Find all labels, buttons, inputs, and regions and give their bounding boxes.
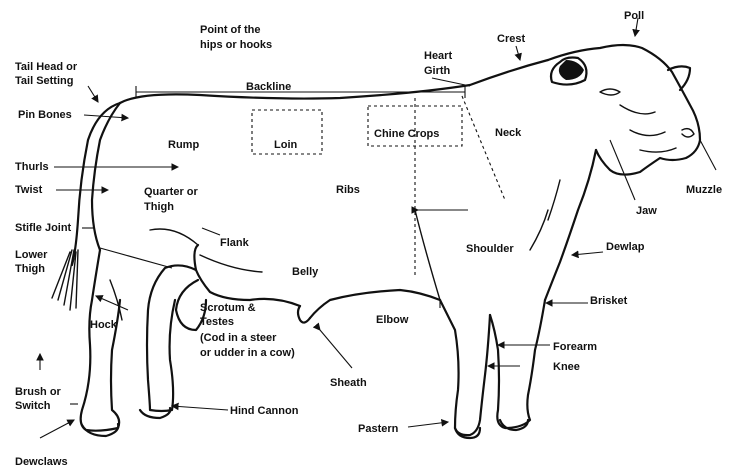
label-hind-cannon: Hind Cannon xyxy=(230,405,299,417)
cow-belly-outline xyxy=(310,290,440,318)
leader-heart-girth xyxy=(432,78,470,86)
cow-ear-shading xyxy=(559,60,584,80)
label-tail-head-line1: Tail Head or xyxy=(15,61,78,73)
label-lower-thigh-line2: Thigh xyxy=(15,263,45,275)
label-twist: Twist xyxy=(15,184,43,196)
label-brisket: Brisket xyxy=(590,295,628,307)
cow-face-detail xyxy=(620,105,676,152)
label-brush-line1: Brush or xyxy=(15,386,62,398)
label-neck: Neck xyxy=(495,127,522,139)
label-chine-crops: Chine Crops xyxy=(374,128,439,140)
label-rump: Rump xyxy=(168,139,199,151)
cow-near-front-leg-outline xyxy=(440,300,490,435)
cow-eye xyxy=(600,89,620,95)
leader-flank xyxy=(202,228,220,235)
label-pin-bones: Pin Bones xyxy=(18,109,72,121)
label-ribs: Ribs xyxy=(336,184,360,196)
label-forearm: Forearm xyxy=(553,341,597,353)
label-shoulder: Shoulder xyxy=(466,243,514,255)
leader-lower-thigh xyxy=(100,248,172,268)
leader-crest xyxy=(516,46,520,60)
leader-pin-bones xyxy=(84,115,128,118)
labels: Poll Crest Point of the hips or hooks He… xyxy=(15,10,722,468)
label-heart-girth-line1: Heart xyxy=(424,50,452,62)
cow-illustration xyxy=(52,45,700,438)
label-backline: Backline xyxy=(246,81,291,93)
label-quarter-line1: Quarter or xyxy=(144,186,199,198)
label-quarter-line2: Thigh xyxy=(144,201,174,213)
label-belly: Belly xyxy=(292,266,319,278)
cow-flank-curve xyxy=(150,229,262,272)
cow-nostril xyxy=(682,129,694,137)
label-tail-head-line2: Tail Setting xyxy=(15,75,73,87)
cow-sheath-outline xyxy=(298,306,310,323)
leader-hind-cannon xyxy=(172,406,228,410)
leader-dewclaws xyxy=(40,420,74,438)
label-elbow: Elbow xyxy=(376,314,409,326)
label-point-of-hips-line2: hips or hooks xyxy=(200,39,272,51)
heart-girth-line xyxy=(462,96,505,200)
leader-jaw xyxy=(610,140,635,200)
label-scrotum-line4: or udder in a cow) xyxy=(200,347,295,359)
cow-neck-fold xyxy=(530,180,560,250)
label-scrotum-line1: Scrotum & xyxy=(200,302,256,314)
cow-rear-outline xyxy=(92,103,120,250)
label-thurls: Thurls xyxy=(15,161,49,173)
label-muzzle: Muzzle xyxy=(686,184,722,196)
label-flank: Flank xyxy=(220,237,250,249)
leader-hock xyxy=(96,296,128,310)
cow-backline-outline xyxy=(120,60,548,103)
backline-bracket xyxy=(136,86,465,98)
label-poll: Poll xyxy=(624,10,644,22)
cow-near-hind-leg-outline xyxy=(81,250,120,431)
label-knee: Knee xyxy=(553,361,580,373)
leader-sheath xyxy=(320,330,352,368)
label-scrotum-line2: Testes xyxy=(200,316,234,328)
label-dewclaws: Dewclaws xyxy=(15,456,68,468)
label-hock: Hock xyxy=(90,319,118,331)
label-sheath: Sheath xyxy=(330,377,367,389)
label-brush-line2: Switch xyxy=(15,400,51,412)
label-heart-girth-line2: Girth xyxy=(424,65,451,77)
cow-hind-hoof xyxy=(82,408,170,436)
cow-scrotum-outline xyxy=(194,245,300,306)
label-stifle-joint: Stifle Joint xyxy=(15,222,72,234)
leader-muzzle xyxy=(700,140,716,170)
label-lower-thigh-line1: Lower xyxy=(15,249,48,261)
label-loin: Loin xyxy=(274,139,297,151)
label-jaw: Jaw xyxy=(636,205,657,217)
region-markers xyxy=(136,86,505,275)
label-dewlap: Dewlap xyxy=(606,241,645,253)
label-scrotum-line3: (Cod in a steer xyxy=(200,332,277,344)
cow-shoulder-line xyxy=(415,210,440,300)
cow-front-leg-outline xyxy=(490,300,545,428)
label-pastern: Pastern xyxy=(358,423,399,435)
label-point-of-hips-line1: Point of the xyxy=(200,24,261,36)
leader-dewlap xyxy=(572,252,603,255)
leader-tail-head xyxy=(88,86,98,102)
cow-neck-underside-outline xyxy=(545,150,596,300)
label-crest: Crest xyxy=(497,33,525,45)
leader-lines xyxy=(40,18,716,438)
leader-pastern xyxy=(408,422,448,427)
